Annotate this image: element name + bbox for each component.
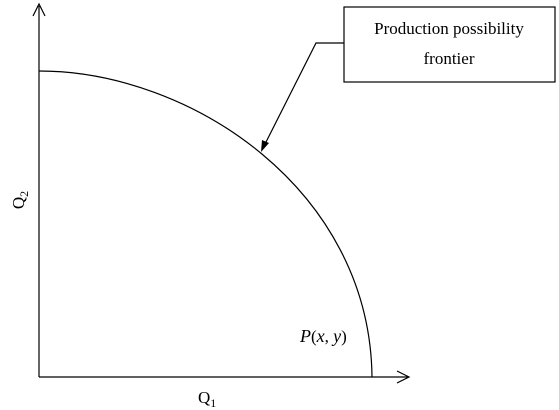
point-label-y: y [331,326,341,346]
y-axis-arrowhead-icon [32,2,46,17]
frontier-curve [38,70,373,378]
callout-leader-line [261,42,344,151]
y-axis [32,2,46,377]
point-label-x: x [316,326,325,346]
x-axis [39,370,411,384]
x-axis-arrowhead-icon [396,370,411,384]
x-axis-label-subscript: 1 [210,396,216,410]
y-axis-label-subscript: 2 [17,191,31,197]
x-axis-label-base: Q [198,388,210,407]
point-label-separator: , [325,327,334,346]
y-axis-label: Q2 [9,191,31,209]
y-axis-label-base: Q [9,197,28,209]
point-label-close-paren: ) [341,327,347,346]
callout-text-line2: frontier [424,49,475,68]
point-label-prefix: P [299,326,311,346]
point-label-open-paren: ( [311,327,317,346]
callout-text-line1: Production possibility [374,19,524,38]
callout-box [343,6,556,83]
point-label: P(x, y) [299,326,347,346]
callout-arrowhead-icon [261,140,269,152]
x-axis-label: Q1 [198,388,216,410]
